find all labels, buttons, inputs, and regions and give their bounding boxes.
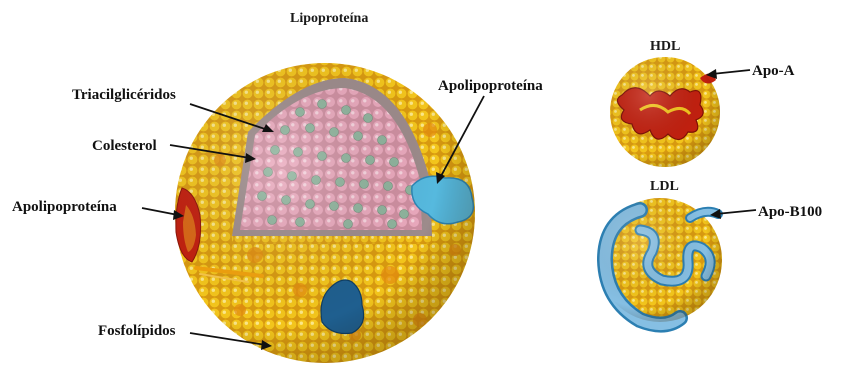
label-apolipoprotein-right: Apolipoproteína <box>438 78 543 94</box>
ldl-title: LDL <box>650 179 679 194</box>
hdl-particle <box>610 57 720 167</box>
label-cholesterol: Colesterol <box>92 138 157 154</box>
diagram-title: Lipoproteína <box>290 11 368 26</box>
label-phospholipids: Fosfolípidos <box>98 323 176 339</box>
hdl-title: HDL <box>650 39 680 54</box>
lipoprotein-sphere <box>175 63 475 363</box>
label-triacylglycerides: Triacilglicéridos <box>72 87 176 103</box>
ldl-particle <box>598 198 722 325</box>
label-apolipoprotein-left: Apolipoproteína <box>12 199 117 215</box>
label-apo-b100: Apo-B100 <box>758 204 822 220</box>
label-apo-a: Apo-A <box>752 63 795 79</box>
